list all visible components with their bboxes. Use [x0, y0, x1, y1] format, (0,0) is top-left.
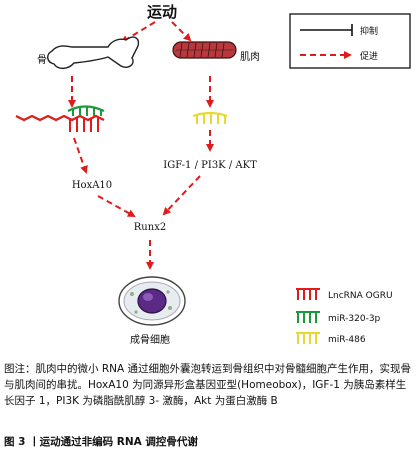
bone-icon [47, 36, 140, 70]
bone-label: 骨 [37, 54, 47, 66]
legend-mir320-label: miR-320-3p [328, 314, 381, 324]
legend-mir486-icon [296, 332, 320, 344]
arrow-hoxa10-to-runx2 [97, 195, 136, 217]
lncrna-ogru-mir320-complex [15, 105, 105, 132]
legend-mir486-label: miR-486 [328, 335, 366, 345]
rna-legend: LncRNA OGRU miR-320-3p miR-486 [296, 288, 393, 345]
muscle-icon [172, 41, 237, 59]
legend-inhibit-label: 抑制 [360, 25, 378, 37]
mir486-strand [192, 111, 228, 124]
figure-caption: 图注：肌肉中的微小 RNA 通过细胞外囊泡转运到骨组织中对骨髓细胞产生作用，实现… [4, 363, 412, 407]
legend-mir320-icon [296, 311, 320, 323]
osteoblast-label: 成骨细胞 [130, 333, 170, 346]
legend-lncrna-icon [296, 288, 320, 300]
arrow-igf-to-runx2 [162, 175, 201, 216]
arrow-exercise-to-muscle [171, 21, 192, 42]
figure-title: 图 3 丨运动通过非编码 RNA 调控骨代谢 [4, 436, 198, 448]
legend-box: 抑制 促进 [289, 13, 411, 69]
node-hoxa10: HoxA10 [72, 180, 112, 191]
arrow-lncrna-to-hoxa10 [73, 137, 88, 174]
diagram-canvas: 运动 骨 肌肉 [15, 3, 411, 346]
node-igf-pi3k-akt: IGF-1 / PI3K / AKT [163, 160, 257, 171]
osteoblast-cell-icon [118, 276, 186, 326]
legend-promote-label: 促进 [360, 50, 378, 62]
legend-lncrna-label: LncRNA OGRU [328, 291, 393, 301]
exercise-label: 运动 [147, 3, 177, 21]
node-runx2: Runx2 [134, 222, 166, 233]
muscle-label: 肌肉 [240, 50, 260, 63]
